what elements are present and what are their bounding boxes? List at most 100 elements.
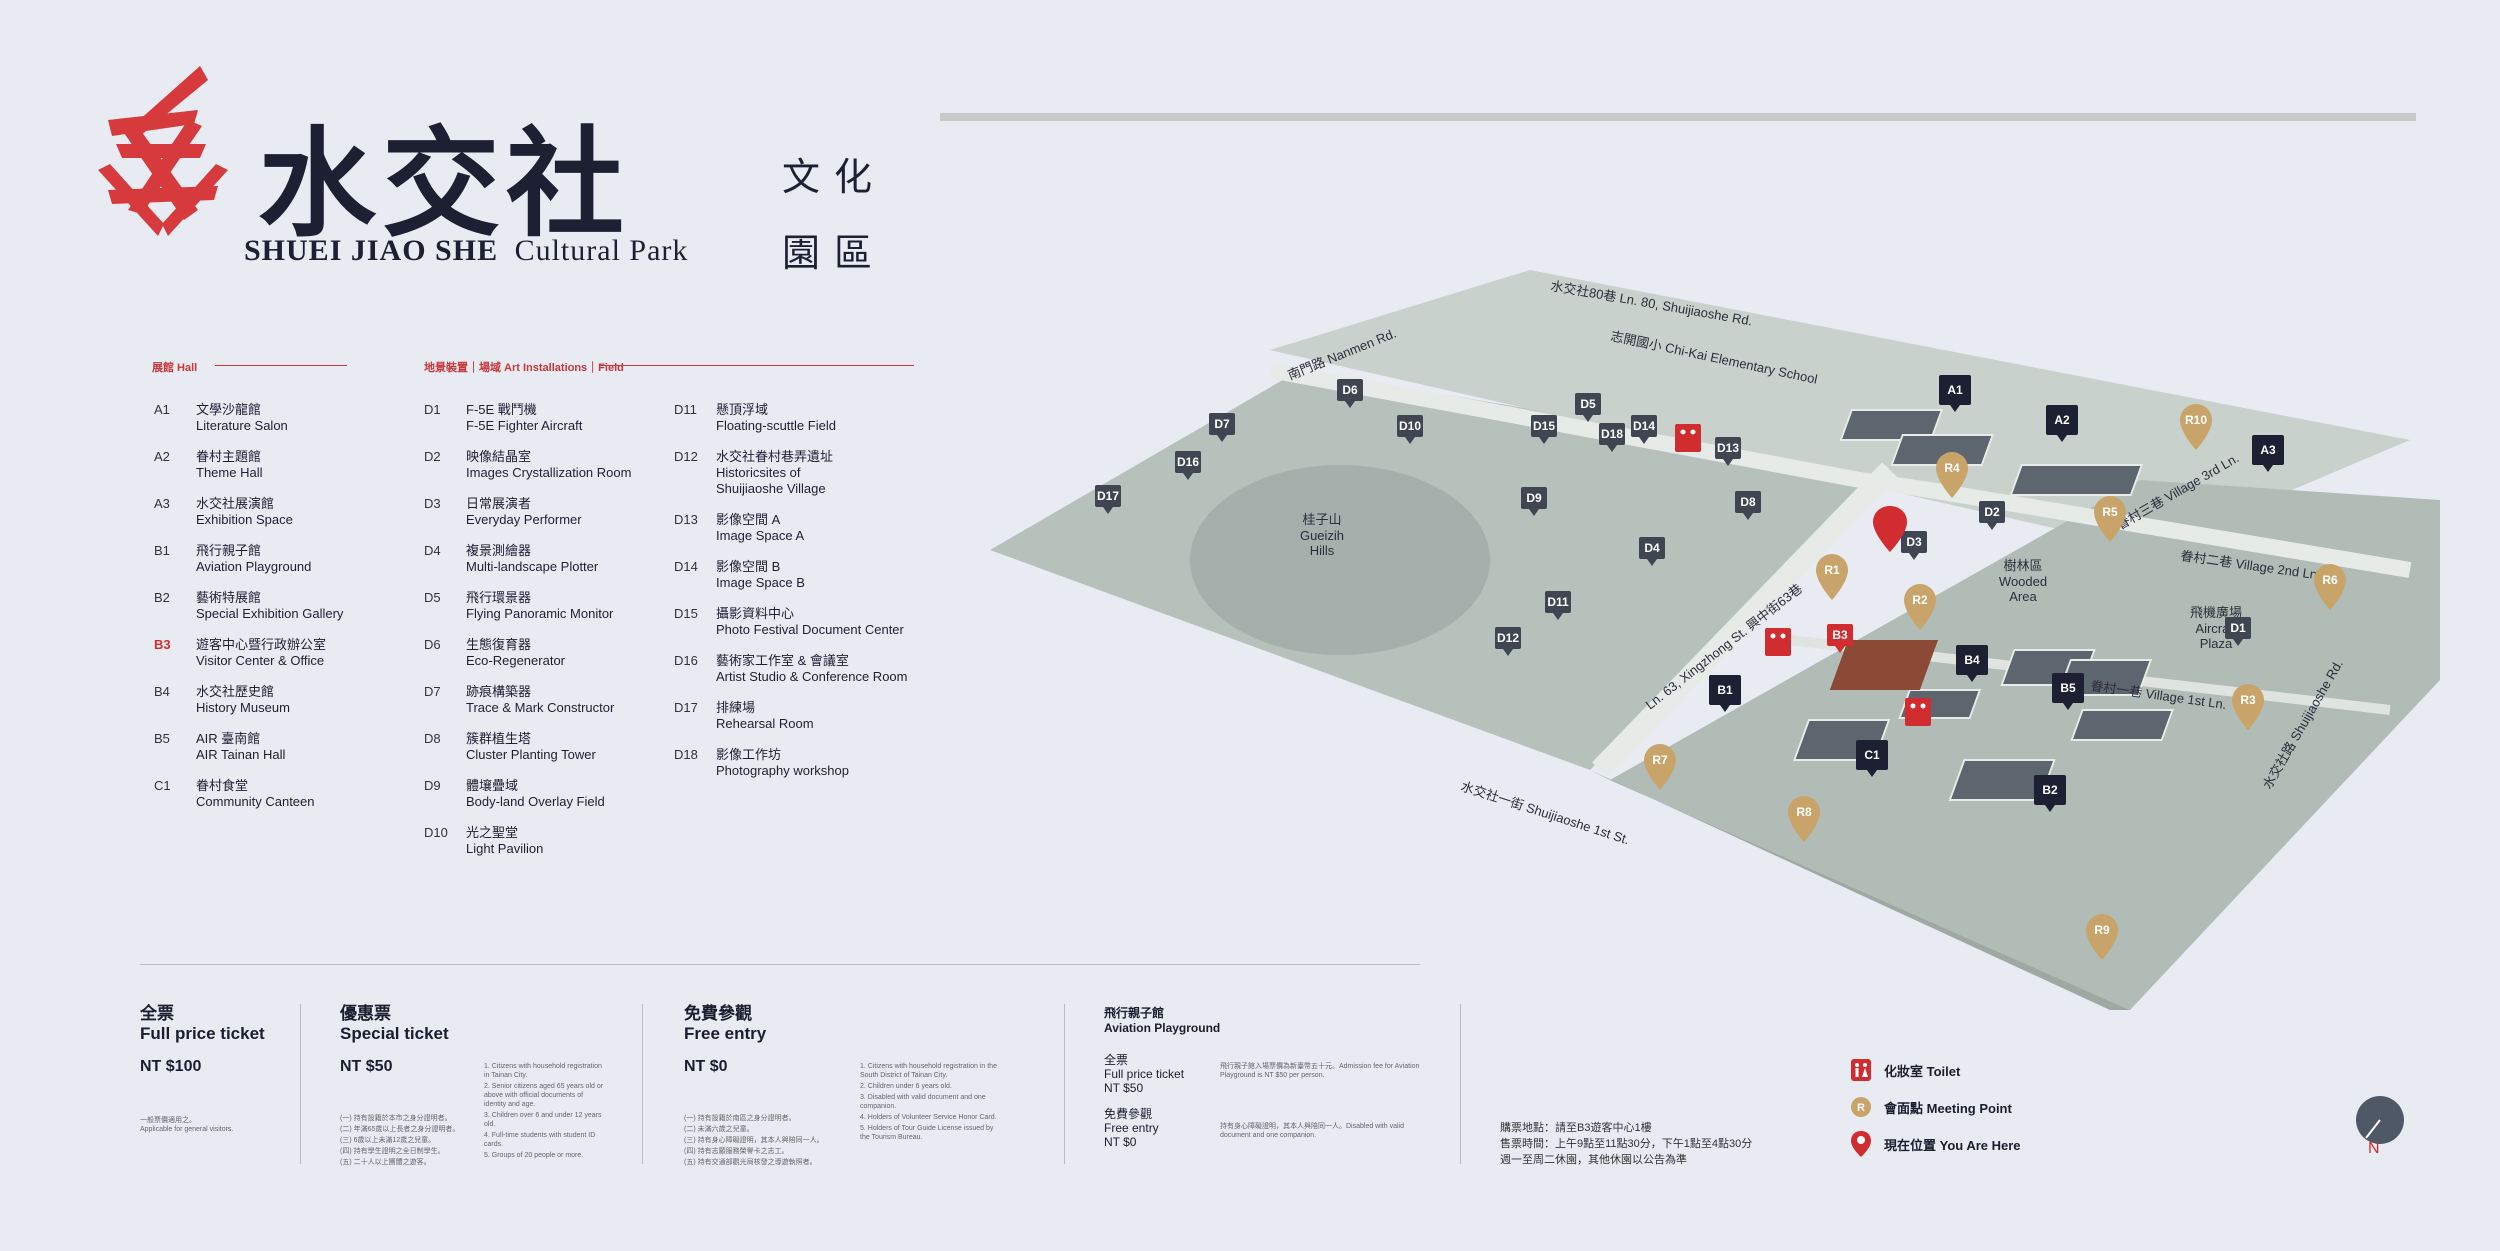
map-pin-label: R9 bbox=[2094, 923, 2110, 937]
legend-code: D1 bbox=[424, 402, 441, 417]
map-pin-d12[interactable]: D12 bbox=[1495, 627, 1521, 656]
ticket-full-price: NT $100 bbox=[140, 1058, 202, 1075]
map-pin-c1[interactable]: C1 bbox=[1856, 740, 1888, 777]
note-line: (五) 持有交通部觀光局核發之導遊執照者。 bbox=[684, 1159, 817, 1166]
logo-title-zh: 水交社 bbox=[258, 114, 631, 253]
you-are-here-icon bbox=[1851, 1131, 1871, 1157]
map-pin-r5[interactable]: R5 bbox=[2094, 496, 2126, 542]
map-pin-d6[interactable]: D6 bbox=[1337, 379, 1363, 408]
map-pin-d15[interactable]: D15 bbox=[1531, 415, 1557, 444]
map-pin-label: R4 bbox=[1944, 461, 1960, 475]
map-pin-r10[interactable]: R10 bbox=[2180, 404, 2212, 450]
legend-code: C1 bbox=[154, 778, 171, 793]
map-pin-r3[interactable]: R3 bbox=[2232, 684, 2264, 730]
legend-code: D12 bbox=[674, 449, 698, 464]
art-heading-line bbox=[600, 365, 914, 366]
map-pin-label: R3 bbox=[2240, 693, 2256, 707]
plaza-label-zh: 飛機廣場 bbox=[2190, 605, 2242, 620]
legend-code: D17 bbox=[674, 700, 698, 715]
map-road-diagonal bbox=[1592, 462, 1898, 778]
map-pin-b3[interactable]: B3 bbox=[1827, 624, 1853, 653]
hill-label-zh: 桂子山 bbox=[1302, 512, 1341, 527]
legend-zh: 文學沙龍館 bbox=[196, 402, 262, 417]
map-pin-d7[interactable]: D7 bbox=[1209, 413, 1235, 442]
legend-zh: AIR 臺南館 bbox=[196, 731, 261, 746]
aviation-free-zh: 免費參觀 bbox=[1104, 1107, 1153, 1121]
legend-en: Literature Salon bbox=[196, 418, 288, 433]
map-pin-label: D2 bbox=[1984, 505, 2000, 519]
note-line: (四) 持有學生證明之全日制學生。 bbox=[340, 1148, 445, 1155]
map-pin-d5[interactable]: D5 bbox=[1575, 393, 1601, 422]
ticket-special-price: NT $50 bbox=[340, 1058, 393, 1075]
legend-code: D3 bbox=[424, 496, 441, 511]
legend-en: Flying Panoramic Monitor bbox=[466, 606, 614, 621]
map-pin-d11[interactable]: D11 bbox=[1545, 591, 1571, 620]
map-pin-b5[interactable]: B5 bbox=[2052, 673, 2084, 710]
map-pin-d2[interactable]: D2 bbox=[1979, 501, 2005, 530]
map-pin-label: R2 bbox=[1912, 593, 1928, 607]
legend-zh: 懸頂浮域 bbox=[716, 402, 769, 417]
ticket-free-zh: 免費參觀 bbox=[684, 1004, 752, 1023]
logo-mark bbox=[88, 60, 238, 240]
map-pin-d8[interactable]: D8 bbox=[1735, 491, 1761, 520]
legend-code: D6 bbox=[424, 637, 441, 652]
note-line: 1. Citizens with household registration … bbox=[860, 1063, 997, 1079]
map-pin-d14[interactable]: D14 bbox=[1631, 415, 1657, 444]
map-pin-d17[interactable]: D17 bbox=[1095, 485, 1121, 514]
legend-code: A1 bbox=[154, 402, 170, 417]
map-pin-label: D4 bbox=[1644, 541, 1660, 555]
map-pin-r6[interactable]: R6 bbox=[2314, 564, 2346, 610]
map-pin-r2[interactable]: R2 bbox=[1904, 584, 1936, 630]
svg-text:R: R bbox=[1857, 1102, 1865, 1114]
map-pin-d3[interactable]: D3 bbox=[1901, 531, 1927, 560]
note-line: (二) 未滿六歲之兒童。 bbox=[684, 1126, 754, 1133]
map-pin-a1[interactable]: A1 bbox=[1939, 375, 1971, 412]
hall-heading: 展館 Hall bbox=[152, 362, 198, 374]
map-pin-d1[interactable]: D1 bbox=[2225, 617, 2251, 646]
park-map: 水交社80巷 Ln. 80, Shuijiaoshe Rd. 南門路 Nanme… bbox=[970, 250, 2440, 1010]
map-pin-d18[interactable]: D18 bbox=[1599, 423, 1625, 452]
map-pin-r7[interactable]: R7 bbox=[1644, 744, 1676, 790]
map-pin-b1[interactable]: B1 bbox=[1709, 675, 1741, 712]
legend-code: D8 bbox=[424, 731, 441, 746]
legend-code: D13 bbox=[674, 512, 698, 527]
note-line: (二) 年滿65歲以上長者之身分證明者。 bbox=[340, 1126, 460, 1133]
map-pin-r4[interactable]: R4 bbox=[1936, 452, 1968, 498]
legend-code: D11 bbox=[674, 402, 697, 417]
legend-zh: 跡痕構築器 bbox=[466, 684, 532, 699]
map-pin-b4[interactable]: B4 bbox=[1956, 645, 1988, 682]
map-pin-d13[interactable]: D13 bbox=[1715, 437, 1741, 466]
map-pin-a3[interactable]: A3 bbox=[2252, 435, 2284, 472]
map-pin-r8[interactable]: R8 bbox=[1788, 796, 1820, 842]
legend-en: Community Canteen bbox=[196, 794, 315, 809]
map-pin-b2[interactable]: B2 bbox=[2034, 775, 2066, 812]
legend-code: D7 bbox=[424, 684, 441, 699]
ticket-info: 購票地點：請至B3遊客中心1樓 售票時間：上午9點至11點30分，下午1點至4點… bbox=[1500, 1120, 1752, 1168]
note-line: 1. Citizens with household registration … bbox=[484, 1063, 602, 1079]
ticket-divider-3 bbox=[1064, 1004, 1065, 1164]
map-pin-label: D14 bbox=[1633, 419, 1655, 433]
legend-en: Historicsites of bbox=[716, 465, 801, 480]
legend-en: Aviation Playground bbox=[196, 559, 312, 574]
map-pin-d16[interactable]: D16 bbox=[1175, 451, 1201, 480]
map-pin-d9[interactable]: D9 bbox=[1521, 487, 1547, 516]
map-pin-d10[interactable]: D10 bbox=[1397, 415, 1423, 444]
map-pin-d4[interactable]: D4 bbox=[1639, 537, 1665, 566]
legend-zh: 生態復育器 bbox=[466, 637, 532, 652]
aviation-full-price: NT $50 bbox=[1104, 1081, 1144, 1095]
map-pin-a2[interactable]: A2 bbox=[2046, 405, 2078, 442]
note-line: 4. Holders of Volunteer Service Honor Ca… bbox=[860, 1114, 997, 1121]
map-pin-r9[interactable]: R9 bbox=[2086, 914, 2118, 960]
map-ground-east bbox=[1610, 480, 2440, 1010]
map-pin-r1[interactable]: R1 bbox=[1816, 554, 1848, 600]
